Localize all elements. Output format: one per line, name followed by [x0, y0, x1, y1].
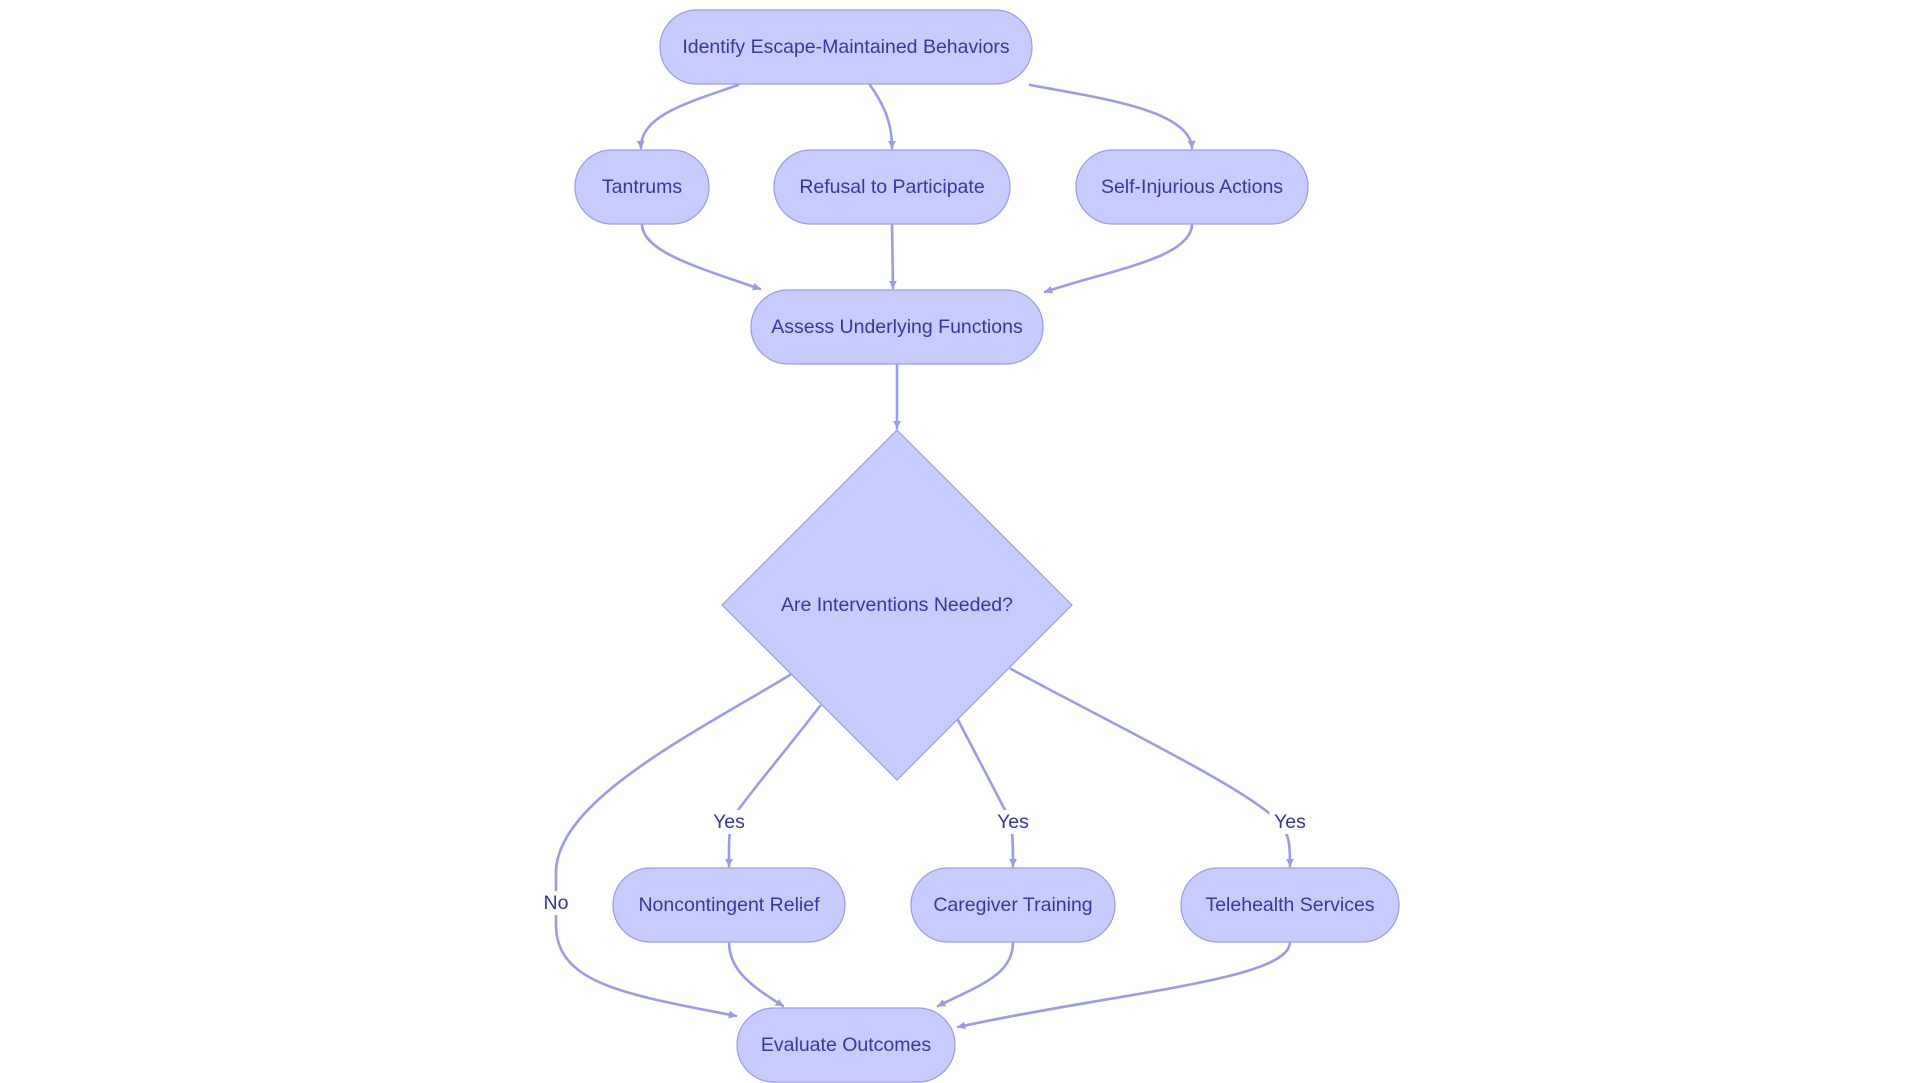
- node-caregiver: Caregiver Training: [910, 867, 1116, 943]
- nodes-layer: Identify Escape-Maintained BehaviorsTant…: [574, 9, 1400, 1083]
- decision-diamond: [721, 429, 1073, 781]
- edge-identify-to-tantrums: [636, 83, 740, 150]
- node-label: Evaluate Outcomes: [761, 1034, 931, 1056]
- edge-caregiver-to-evaluate: [936, 940, 1015, 1008]
- edge-label-background: [541, 891, 571, 915]
- node-label: Tantrums: [602, 176, 682, 198]
- node-telehealth: Telehealth Services: [1180, 867, 1400, 943]
- node-label: Telehealth Services: [1205, 894, 1374, 916]
- node-label: Self-Injurious Actions: [1101, 176, 1283, 198]
- edge-label-text: No: [544, 892, 569, 914]
- edge-label-background: [992, 810, 1034, 834]
- stadium-shape: [750, 289, 1044, 365]
- node-self-injurious: Self-Injurious Actions: [1075, 149, 1309, 225]
- edge-label-text: Yes: [997, 811, 1029, 833]
- node-identify: Identify Escape-Maintained Behaviors: [659, 9, 1033, 85]
- node-tantrums: Tantrums: [574, 149, 710, 225]
- node-label: Noncontingent Relief: [638, 894, 820, 916]
- stadium-shape: [1075, 149, 1309, 225]
- node-assess: Assess Underlying Functions: [750, 289, 1044, 365]
- node-refusal: Refusal to Participate: [773, 149, 1011, 225]
- node-label: Caregiver Training: [933, 894, 1092, 916]
- edge-identify-to-refusal: [868, 83, 896, 150]
- node-evaluate: Evaluate Outcomes: [736, 1007, 956, 1083]
- edge-decision-to-noncontingent: [724, 704, 822, 868]
- stadium-shape: [1180, 867, 1400, 943]
- edge-tantrums-to-assess: [640, 222, 762, 291]
- edge-decision-to-caregiver: [956, 718, 1017, 868]
- edge-label-background: [708, 810, 750, 834]
- edge-label-decision-to-noncontingent: Yes: [708, 810, 750, 834]
- edge-decision-to-telehealth: [1009, 667, 1294, 868]
- node-label: Identify Escape-Maintained Behaviors: [682, 36, 1010, 58]
- edge-label-text: Yes: [713, 811, 745, 833]
- edge-label-decision-to-telehealth: Yes: [1269, 810, 1311, 834]
- edge-noncontingent-to-evaluate: [727, 940, 785, 1008]
- edge-identify-to-self-injurious: [1028, 83, 1196, 150]
- node-decision: Are Interventions Needed?: [721, 429, 1073, 781]
- node-label: Assess Underlying Functions: [771, 316, 1023, 338]
- stadium-shape: [910, 867, 1116, 943]
- edge-decision-to-evaluate: [554, 673, 792, 1019]
- edge-self-injurious-to-assess: [1043, 222, 1194, 294]
- stadium-shape: [736, 1007, 956, 1083]
- stadium-shape: [612, 867, 846, 943]
- edge-label-text: Yes: [1274, 811, 1306, 833]
- edges-layer: [554, 83, 1294, 1030]
- edge-label-decision-to-caregiver: Yes: [992, 810, 1034, 834]
- edge-label-decision-to-evaluate: No: [541, 891, 571, 915]
- node-label: Refusal to Participate: [799, 176, 984, 198]
- stadium-shape: [773, 149, 1011, 225]
- node-noncontingent: Noncontingent Relief: [612, 867, 846, 943]
- edge-refusal-to-assess: [888, 222, 897, 290]
- stadium-shape: [574, 149, 710, 225]
- edge-label-background: [1269, 810, 1311, 834]
- stadium-shape: [659, 9, 1033, 85]
- node-label: Are Interventions Needed?: [781, 594, 1013, 616]
- edge-telehealth-to-evaluate: [956, 940, 1292, 1030]
